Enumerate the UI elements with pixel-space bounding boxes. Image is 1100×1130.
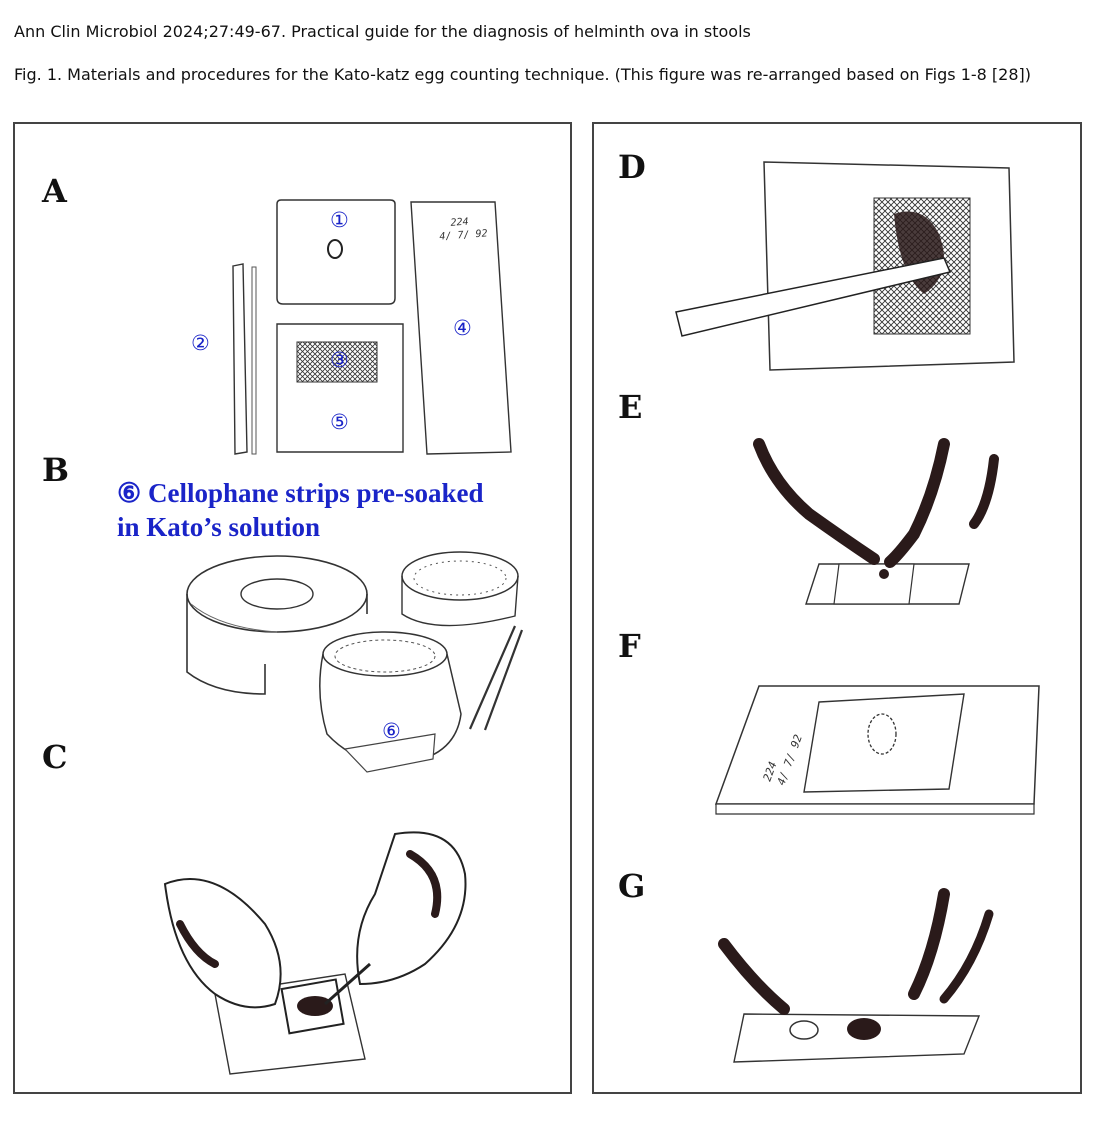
template-filling-illustration xyxy=(753,438,999,605)
left-figure-box: A B C ① ② ③ ④ ⑤ 224 4/ 7/ 92 ⑥ Cellophan… xyxy=(13,122,572,1094)
right-figure-box: D E F G 224 4/ 7/ 92 xyxy=(592,122,1082,1094)
marker-5: ⑤ xyxy=(330,410,349,434)
panel-label-a: A xyxy=(42,172,67,210)
panel-label-e: E xyxy=(618,388,643,426)
panel-label-d: D xyxy=(618,148,646,186)
panel-label-g: G xyxy=(618,867,646,905)
slide-label: 224 4/ 7/ 92 xyxy=(438,214,488,243)
figure-caption: Fig. 1. Materials and procedures for the… xyxy=(14,65,1032,84)
marker-4: ④ xyxy=(453,316,472,340)
slide-pressing-illustration xyxy=(718,888,994,1063)
panel-label-c: C xyxy=(42,738,68,776)
slide-label-f-id: 224 xyxy=(761,760,780,783)
smear-preparation-illustration xyxy=(163,831,467,1075)
marker-1: ① xyxy=(330,208,349,232)
panel-label-b: B xyxy=(42,451,70,489)
kato-kit-illustration xyxy=(232,199,512,455)
panel-label-f: F xyxy=(618,627,641,665)
mesh-sieving-illustration xyxy=(675,161,1015,371)
covered-slide-illustration: 224 4/ 7/ 92 xyxy=(714,685,1040,815)
marker-2: ② xyxy=(191,331,210,355)
marker-6: ⑥ xyxy=(382,719,401,743)
cellophane-note-line2: in Kato’s solution xyxy=(117,512,321,542)
journal-citation: Ann Clin Microbiol 2024;27:49-67. Practi… xyxy=(14,22,751,41)
cellophane-note: ⑥ Cellophane strips pre-soaked in Kato’s… xyxy=(117,476,484,544)
cellophane-roll-and-jar-illustration xyxy=(186,551,524,773)
cellophane-note-line1: ⑥ Cellophane strips pre-soaked xyxy=(117,478,484,508)
marker-3: ③ xyxy=(330,348,349,372)
